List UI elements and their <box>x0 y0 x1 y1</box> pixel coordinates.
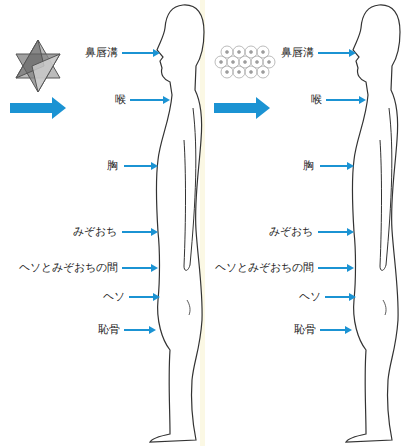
arrow-head <box>151 228 158 236</box>
arrow-head <box>153 49 160 57</box>
leader-arrow <box>122 267 152 269</box>
arrow-head <box>349 49 356 57</box>
leader-arrow <box>124 329 150 331</box>
leader-arrow <box>129 296 154 298</box>
body-part-label: ヘソ <box>103 290 125 303</box>
body-part-label: 胸 <box>303 159 314 172</box>
leader-arrow <box>122 231 152 233</box>
arrow-head <box>345 326 352 334</box>
leader-arrow <box>318 52 350 54</box>
arrow-head <box>153 293 160 301</box>
arrow-head <box>359 96 366 104</box>
body-part-label: 喉 <box>311 93 322 106</box>
leader-arrow <box>325 296 350 298</box>
body-part-label: みぞおち <box>269 225 313 238</box>
arrow-head <box>349 293 356 301</box>
arrow-head <box>347 162 354 170</box>
arrow-head <box>347 228 354 236</box>
body-part-label: 喉 <box>115 93 126 106</box>
body-part-label: 鼻唇溝 <box>85 46 118 59</box>
leader-arrow <box>130 99 164 101</box>
body-part-label: ヘソ <box>299 290 321 303</box>
arrow-head <box>151 264 158 272</box>
leader-arrow <box>320 165 348 167</box>
body-part-label: ヘソとみぞおちの間 <box>19 261 118 274</box>
leader-arrow <box>318 267 348 269</box>
leader-arrow <box>320 329 346 331</box>
body-part-label: 恥骨 <box>98 323 120 336</box>
body-part-label: 鼻唇溝 <box>281 46 314 59</box>
leader-arrow <box>326 99 360 101</box>
leader-arrow <box>124 165 152 167</box>
arrow-head <box>149 326 156 334</box>
leader-arrow <box>122 52 154 54</box>
arrow-head <box>347 264 354 272</box>
body-part-label: 胸 <box>107 159 118 172</box>
arrow-head <box>151 162 158 170</box>
body-part-label: 恥骨 <box>294 323 316 336</box>
body-part-label: みぞおち <box>73 225 117 238</box>
leader-arrow <box>318 231 348 233</box>
body-part-label: ヘソとみぞおちの間 <box>215 261 314 274</box>
arrow-head <box>163 96 170 104</box>
